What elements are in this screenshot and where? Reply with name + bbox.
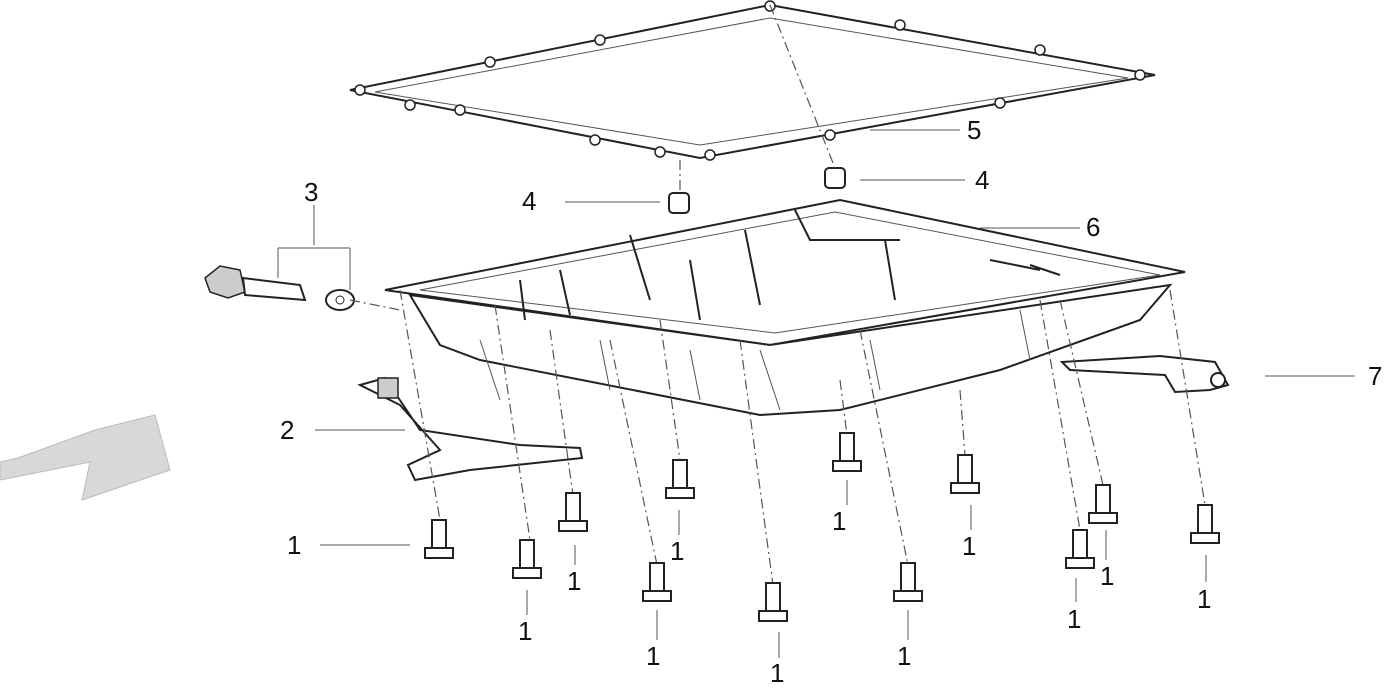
bolt — [1088, 484, 1118, 524]
bolts — [424, 432, 1220, 622]
callout-1: 1 — [962, 531, 976, 561]
bolt — [642, 562, 672, 602]
bolt — [950, 454, 980, 494]
bolt — [424, 519, 454, 559]
bolt — [832, 432, 862, 472]
callout-1: 1 — [567, 566, 581, 596]
bracket-left — [357, 376, 584, 482]
callout-1: 1 — [1197, 584, 1211, 614]
bolt — [758, 582, 788, 622]
callout-2: 2 — [280, 415, 294, 445]
callout-1: 1 — [518, 616, 532, 646]
callout-1: 1 — [287, 530, 301, 560]
callout-5: 5 — [967, 115, 981, 145]
callout-1: 1 — [1100, 561, 1114, 591]
oil-pan-gasket — [349, 0, 1156, 161]
bolt — [558, 492, 588, 532]
bolt — [512, 539, 542, 579]
dowel-pin-right — [824, 167, 846, 189]
callout-1: 1 — [1067, 604, 1081, 634]
callout-3: 3 — [304, 177, 318, 207]
oil-pan — [384, 198, 1186, 417]
dowel-pin-left — [668, 192, 690, 214]
centerlines — [349, 4, 1206, 586]
callout-1: 1 — [646, 641, 660, 671]
front-direction-arrow — [0, 414, 171, 501]
drain-plug — [204, 265, 355, 311]
bolt — [893, 562, 923, 602]
bolt — [1190, 504, 1220, 544]
bolt — [665, 459, 695, 499]
callout-1: 1 — [770, 658, 784, 688]
callout-1: 1 — [832, 506, 846, 536]
callout-7: 7 — [1368, 361, 1382, 391]
callout-labels: 3 4 4 5 6 7 2 1 1 1 1 1 1 1 1 1 1 1 1 — [280, 115, 1382, 688]
callout-4-left: 4 — [522, 186, 536, 216]
leader-lines — [277, 129, 1355, 658]
callout-4-right: 4 — [975, 165, 989, 195]
callout-6: 6 — [1086, 212, 1100, 242]
bracket-right — [1059, 354, 1230, 394]
callout-1: 1 — [897, 641, 911, 671]
bolt — [1065, 529, 1095, 569]
callout-1: 1 — [670, 536, 684, 566]
